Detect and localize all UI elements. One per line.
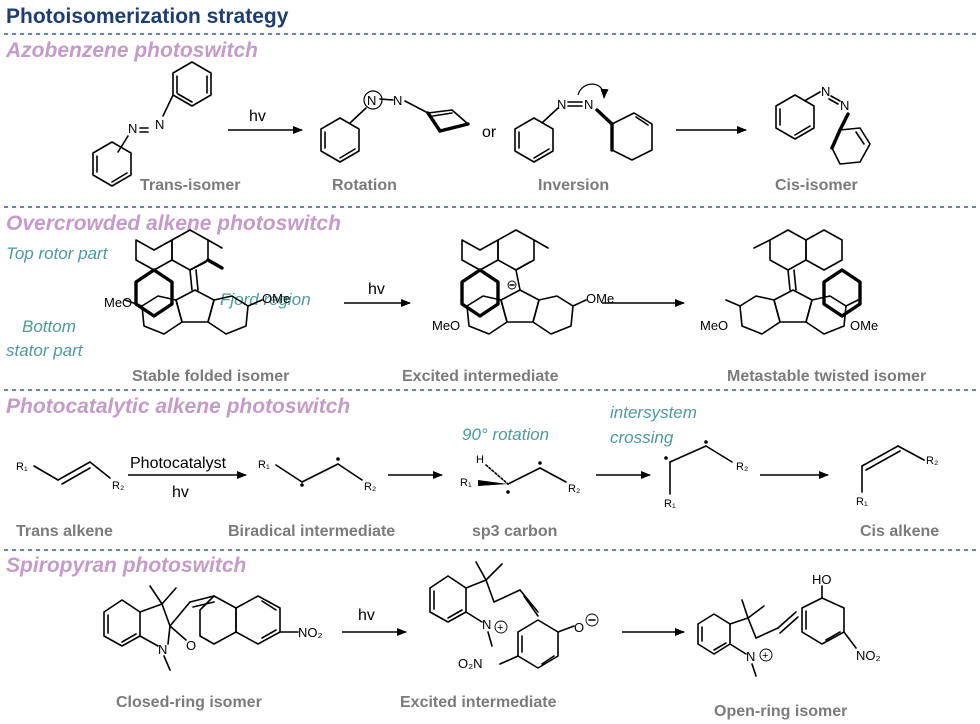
svg-text:N: N [155, 117, 164, 132]
label-sp3-carbon: sp3 carbon [472, 523, 557, 540]
svg-text:R₂: R₂ [364, 481, 376, 493]
svg-text:N: N [557, 97, 566, 112]
label-excited-intermediate-1: Excited intermediate [402, 368, 559, 385]
annotation-stator-part: stator part [6, 341, 84, 360]
svg-text:R₂: R₂ [568, 483, 580, 495]
arrow-label-hv-1: hv [249, 108, 266, 125]
svg-text:R₂: R₂ [112, 480, 124, 492]
arrow-label-photocatalyst: Photocatalyst [130, 455, 227, 472]
cis-azobenzene-structure: N N [775, 84, 871, 165]
svg-text:N: N [367, 93, 376, 108]
svg-text:N: N [158, 642, 167, 657]
isc-intermediate-structure: R₁ R₂ [664, 440, 748, 510]
svg-text:N: N [746, 649, 755, 664]
label-trans-isomer: Trans-isomer [140, 177, 240, 194]
label-trans-alkene: Trans alkene [16, 523, 113, 540]
svg-text:R₁: R₁ [856, 496, 868, 508]
sp3-carbon-structure: H R₁ R₂ [460, 454, 580, 495]
section-title-photocatalytic: Photocatalytic alkene photoswitch [6, 395, 350, 418]
svg-text:+: + [497, 622, 503, 634]
substituent-meo-1: MeO [104, 295, 132, 310]
main-title: Photoisomerization strategy [6, 5, 289, 28]
svg-text:R₂: R₂ [736, 461, 748, 473]
svg-text:NO₂: NO₂ [856, 648, 881, 663]
label-inversion: Inversion [538, 177, 609, 194]
biradical-structure: R₁ R₂ [258, 457, 376, 493]
label-excited-intermediate-2: Excited intermediate [400, 694, 557, 711]
svg-text:O: O [186, 638, 196, 653]
metastable-twisted-structure [725, 229, 862, 335]
arrow-label-hv-4: hv [358, 607, 375, 624]
substituent-ome-1: OMe [262, 291, 290, 306]
label-rotation: Rotation [332, 177, 397, 194]
annotation-fjord-region: Fjord region [220, 290, 311, 309]
annotation-top-rotor: Top rotor part [6, 244, 109, 263]
cis-alkene-structure: R₁ R₂ [856, 445, 938, 508]
trans-azobenzene-structure: N N [92, 61, 212, 187]
closed-ring-spiropyran-structure: N O NO₂ [103, 585, 323, 671]
section-title-spiropyran: Spiropyran photoswitch [6, 554, 246, 577]
svg-text:N: N [482, 617, 491, 632]
svg-text:R₂: R₂ [926, 455, 938, 467]
section-title-overcrowded: Overcrowded alkene photoswitch [6, 212, 341, 235]
or-text: or [482, 124, 497, 141]
svg-text:N: N [393, 93, 402, 108]
svg-text:R₁: R₁ [664, 498, 676, 510]
svg-text:HO: HO [812, 572, 832, 587]
label-biradical: Biradical intermediate [228, 523, 395, 540]
svg-text:R₁: R₁ [16, 461, 28, 473]
label-cis-isomer: Cis-isomer [775, 177, 858, 194]
excited-intermediate-alkene-structure [460, 229, 587, 335]
annotation-bottom: Bottom [22, 317, 76, 336]
trans-alkene-structure: R₁ R₂ [16, 461, 124, 492]
label-cis-alkene: Cis alkene [860, 523, 939, 540]
rotation-structure: N N [320, 90, 470, 163]
substituent-ome-3: OMe [850, 318, 878, 333]
svg-text:R₁: R₁ [460, 477, 472, 489]
annotation-crossing: crossing [610, 428, 674, 447]
svg-text:R₁: R₁ [258, 459, 270, 471]
arrow-label-hv-3: hv [172, 484, 189, 501]
svg-text:N: N [128, 121, 137, 136]
label-stable-folded: Stable folded isomer [132, 368, 289, 385]
svg-text:O₂N: O₂N [458, 656, 483, 671]
label-closed-ring: Closed-ring isomer [116, 694, 262, 711]
svg-text:N: N [584, 97, 593, 112]
svg-text:N: N [840, 98, 849, 113]
svg-text:H: H [476, 454, 484, 466]
svg-text:+: + [762, 650, 768, 662]
label-metastable-twisted: Metastable twisted isomer [727, 368, 926, 385]
excited-intermediate-spiropyran-structure: N + O O₂N [429, 561, 599, 671]
stable-folded-structure [124, 229, 263, 335]
label-open-ring: Open-ring isomer [714, 703, 847, 720]
annotation-intersystem: intersystem [610, 403, 697, 422]
svg-text:NO₂: NO₂ [298, 625, 323, 640]
svg-text:O: O [574, 620, 584, 635]
svg-text:N: N [821, 84, 830, 99]
section-title-azobenzene: Azobenzene photoswitch [5, 39, 258, 62]
inversion-structure: N N [514, 83, 653, 163]
substituent-ome-2: OMe [586, 291, 614, 306]
open-ring-merocyanine-structure: N + HO NO₂ [697, 572, 881, 677]
arrow-label-hv-2: hv [368, 281, 385, 298]
substituent-meo-2: MeO [432, 318, 460, 333]
annotation-90-rotation: 90° rotation [462, 425, 549, 444]
substituent-meo-3: MeO [700, 318, 728, 333]
